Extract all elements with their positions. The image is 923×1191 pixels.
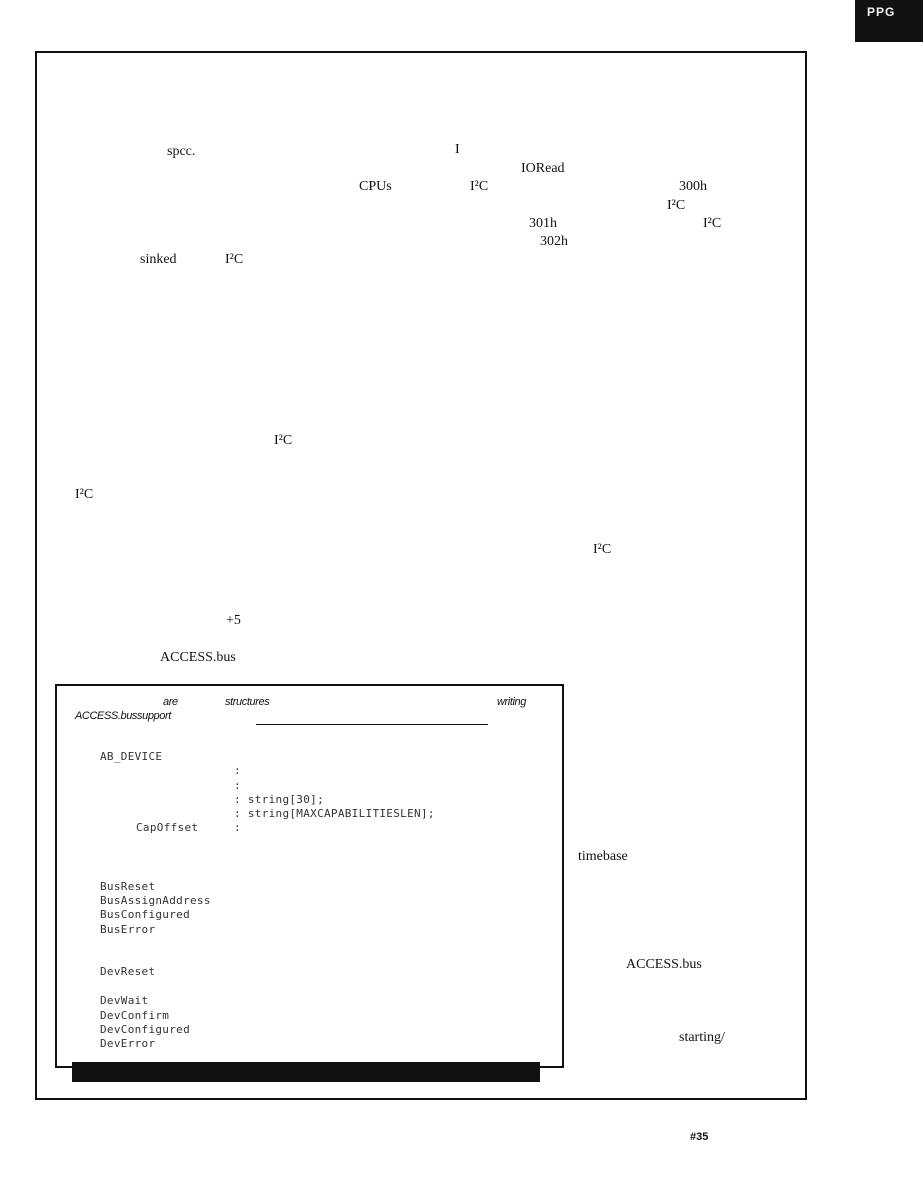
text-ioread: IORead: [521, 161, 565, 176]
code-bus-event: BusReset: [100, 880, 156, 893]
text-i2c-3: I²C: [703, 216, 722, 231]
text-i2c-5: I²C: [274, 433, 293, 448]
text-302h: 302h: [540, 234, 568, 249]
code-dev-event: DevConfigured: [100, 1023, 190, 1036]
code-cap-offset: CapOffset: [136, 821, 199, 834]
text-plus5: +5: [226, 613, 241, 628]
text-i2c-4: I²C: [225, 252, 244, 267]
text-sinked: sinked: [140, 252, 177, 267]
code-dev-event: DevWait: [100, 994, 149, 1007]
text-i2c-7: I²C: [593, 542, 612, 557]
code-bus-event: BusConfigured: [100, 908, 190, 921]
caption-structures: structures: [225, 696, 270, 708]
text-cpus: CPUs: [359, 179, 392, 194]
code-type-name: AB_DEVICE: [100, 750, 163, 763]
code-colon-2: :: [234, 779, 241, 792]
caption-underline: [256, 724, 488, 725]
corner-mark-label: PPG: [867, 5, 896, 19]
text-starting: starting/: [679, 1030, 725, 1045]
listing-footer-bar: [72, 1062, 540, 1082]
code-dev-event: DevError: [100, 1037, 156, 1050]
page-frame: spcc. I IORead CPUs I²C 300h I²C 301h I²…: [35, 51, 807, 1100]
code-bus-event: BusAssignAddress: [100, 894, 211, 907]
caption-are: are: [163, 696, 178, 708]
text-spec: spcc.: [167, 144, 196, 159]
text-300h: 300h: [679, 179, 707, 194]
code-listing-box: are structures writing ACCESS.bussupport…: [55, 684, 564, 1082]
text-i2c-6: I²C: [75, 487, 94, 502]
code-colon-1: :: [234, 764, 241, 777]
caption-writing: writing: [497, 696, 526, 708]
caption-support: ACCESS.bussupport: [75, 710, 171, 722]
code-bus-event: BusError: [100, 923, 156, 936]
code-dev-event: DevConfirm: [100, 1009, 170, 1022]
page-number: #35: [690, 1131, 709, 1143]
corner-mark: PPG: [855, 0, 923, 42]
text-i: I: [455, 142, 460, 157]
text-i2c-1: I²C: [470, 179, 489, 194]
code-field-string30: : string[30];: [234, 793, 324, 806]
code-field-capabilities: : string[MAXCAPABILITIESLEN];: [234, 807, 435, 820]
code-dev-reset: DevReset: [100, 965, 156, 978]
text-timebase: timebase: [578, 849, 628, 864]
text-i2c-2: I²C: [667, 198, 686, 213]
text-301h: 301h: [529, 216, 557, 231]
text-access-bus-1: ACCESS.bus: [160, 650, 236, 665]
code-colon-3: :: [234, 821, 241, 834]
text-access-bus-2: ACCESS.bus: [626, 957, 702, 972]
